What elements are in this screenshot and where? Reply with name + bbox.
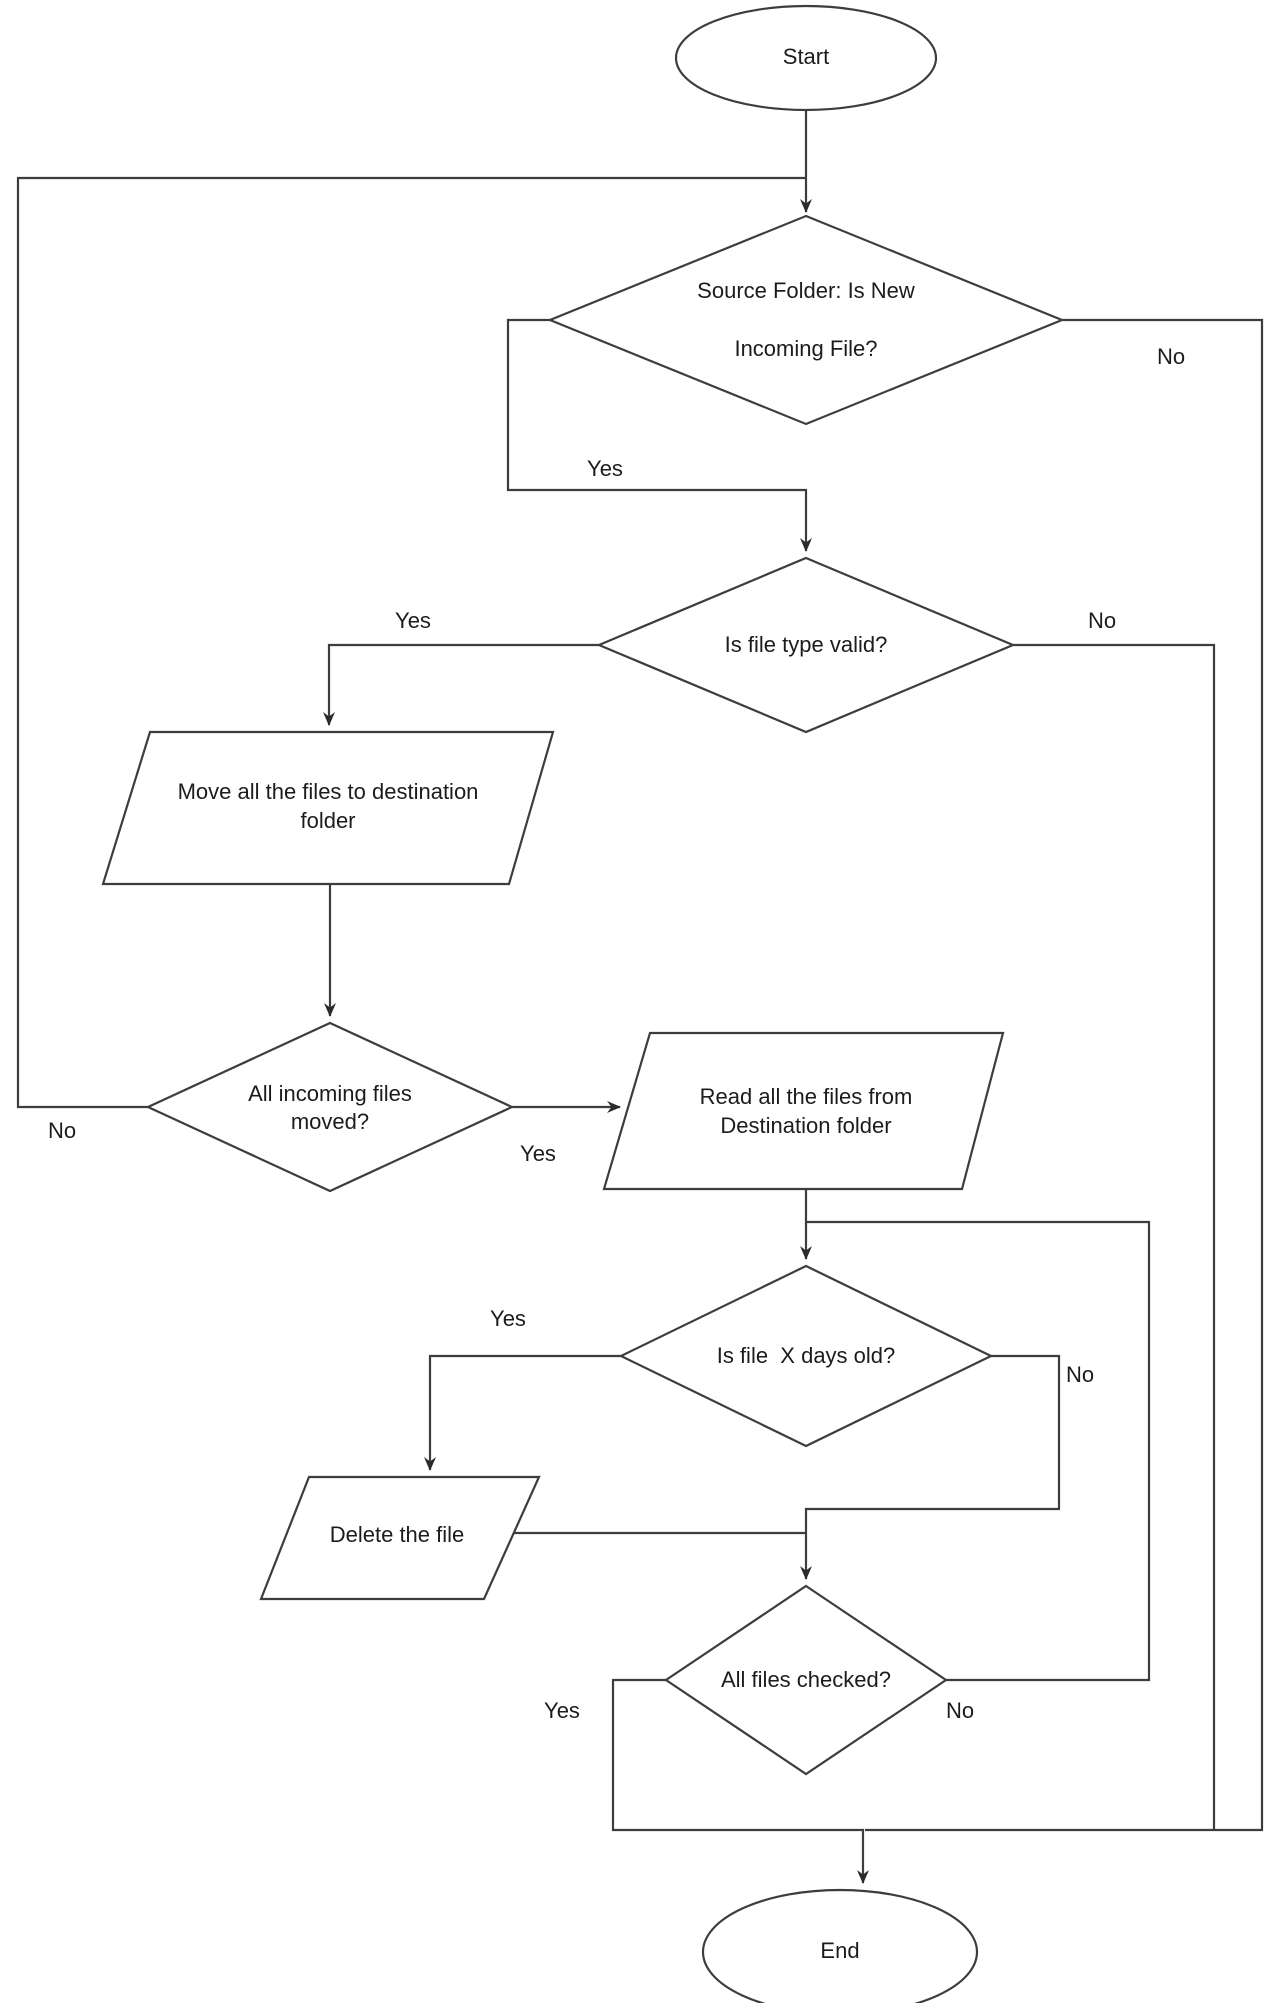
io-read-files-shape	[602, 1031, 1005, 1191]
decision-new-incoming-file-shape	[547, 214, 1065, 426]
io-read-files-line1: Read all the files from	[700, 1084, 913, 1109]
decision-all-files-moved: All incoming files moved?	[145, 1021, 515, 1193]
io-read-files-line2: Destination folder	[720, 1113, 891, 1138]
edge-source-check-yes	[506, 318, 812, 552]
io-move-files-line2: folder	[300, 808, 355, 833]
decision-new-incoming-file-line1: Source Folder: Is New	[697, 278, 915, 303]
decision-all-files-moved-shape	[145, 1021, 515, 1193]
edge-files-moved-no-loop	[16, 176, 806, 1109]
io-move-files-line1: Move all the files to destination	[178, 779, 479, 804]
start-label: Start	[783, 44, 829, 69]
end-node: End	[701, 1888, 979, 2003]
decision-all-files-moved-line2: moved?	[291, 1109, 369, 1134]
edge-labels: Yes No Yes No Yes No Yes No Yes No	[48, 344, 1185, 1723]
label-file-type-yes: Yes	[395, 608, 431, 633]
decision-file-type-valid-label: Is file type valid?	[725, 632, 888, 657]
label-files-moved-yes: Yes	[520, 1141, 556, 1166]
decision-all-files-moved-line1: All incoming files	[248, 1081, 412, 1106]
label-files-checked-no: No	[946, 1698, 974, 1723]
end-label: End	[820, 1938, 859, 1963]
edge-file-type-no	[1013, 643, 1216, 1830]
decision-file-type-valid-shape	[596, 556, 1016, 734]
decision-file-x-days-old-label: Is file X days old?	[717, 1343, 896, 1368]
label-file-age-yes: Yes	[490, 1306, 526, 1331]
label-source-check-no: No	[1157, 344, 1185, 369]
edges	[16, 110, 1264, 1884]
decision-file-x-days-old: Is file X days old?	[618, 1264, 994, 1448]
io-move-files: Move all the files to destination folder	[101, 730, 555, 886]
label-file-age-no: No	[1066, 1362, 1094, 1387]
label-files-checked-yes: Yes	[544, 1698, 580, 1723]
io-delete-file: Delete the file	[259, 1475, 541, 1601]
decision-all-files-checked-shape	[664, 1584, 948, 1776]
decision-new-incoming-file-line2: Incoming File?	[734, 336, 877, 361]
edge-files-checked-no-loop	[806, 1220, 1151, 1682]
edge-source-check-no	[865, 318, 1264, 1832]
edge-file-age-yes	[424, 1354, 621, 1471]
decision-all-files-checked: All files checked?	[664, 1584, 948, 1776]
io-move-files-shape	[101, 730, 555, 886]
label-file-type-no: No	[1088, 608, 1116, 633]
io-delete-file-shape	[259, 1475, 541, 1601]
decision-file-x-days-old-shape	[618, 1264, 994, 1448]
decision-all-files-checked-label: All files checked?	[721, 1667, 891, 1692]
io-read-files: Read all the files from Destination fold…	[602, 1031, 1005, 1191]
start-terminator-shape	[674, 4, 938, 112]
nodes: Start Source Folder: Is New Incoming Fil…	[101, 4, 1065, 2003]
decision-new-incoming-file: Source Folder: Is New Incoming File?	[547, 214, 1065, 426]
edge-files-checked-yes-to-end	[611, 1678, 869, 1884]
start-node: Start	[674, 4, 938, 112]
label-files-moved-no: No	[48, 1118, 76, 1143]
edge-file-type-yes	[323, 643, 599, 726]
end-terminator-shape	[701, 1888, 979, 2003]
decision-file-type-valid: Is file type valid?	[596, 556, 1016, 734]
label-source-check-yes: Yes	[587, 456, 623, 481]
io-delete-file-label: Delete the file	[330, 1522, 465, 1547]
